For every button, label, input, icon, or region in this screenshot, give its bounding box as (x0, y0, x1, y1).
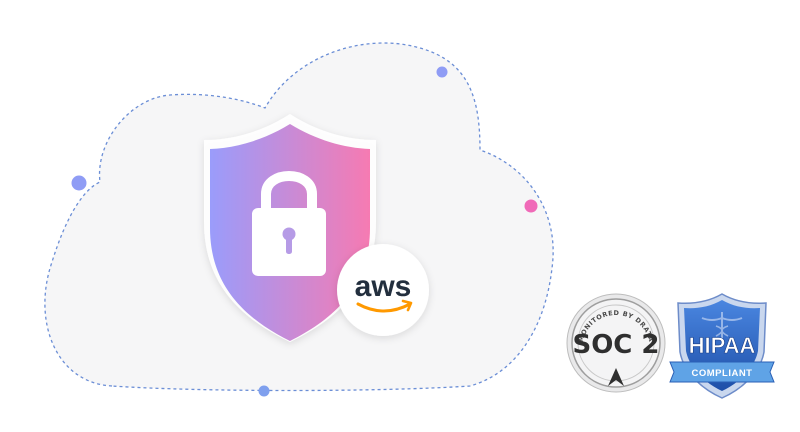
aws-label: aws (355, 270, 412, 303)
lock-icon (252, 171, 326, 276)
soc2-badge: MONITORED BY DRATA SOC 2 (566, 293, 666, 393)
hipaa-ribbon-label: COMPLIANT (692, 368, 753, 379)
dot-right (524, 199, 538, 213)
dot-bottom (258, 385, 270, 397)
drata-logo-icon (608, 368, 624, 386)
soc2-label: SOC 2 (572, 330, 659, 360)
dot-left (71, 175, 87, 191)
hipaa-label: HIPAA (689, 333, 756, 358)
aws-logo: aws (337, 244, 429, 336)
hipaa-badge: HIPAA COMPLIANT (669, 293, 775, 399)
dot-top (436, 66, 448, 78)
caduceus-icon (701, 312, 743, 342)
hipaa-ribbon (669, 361, 775, 383)
aws-smile (356, 302, 412, 313)
